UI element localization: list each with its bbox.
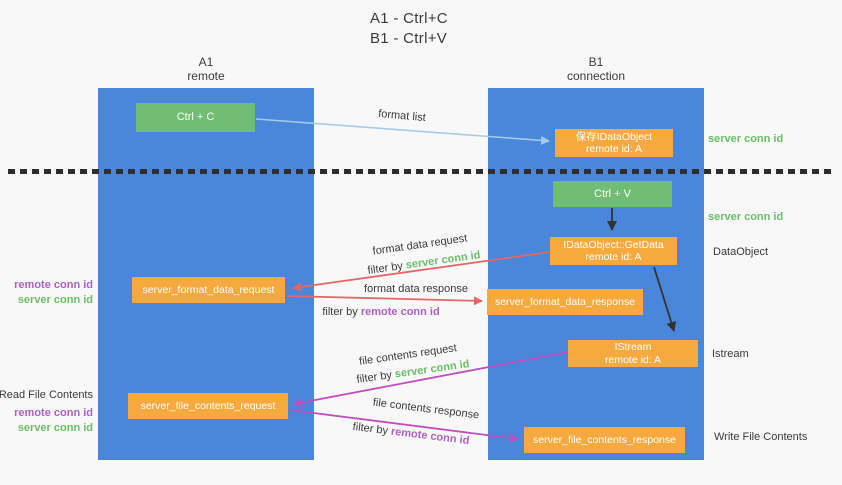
annotation-write-file-contents: Write File Contents (714, 431, 808, 443)
lane-a1-name: A1 (198, 55, 214, 69)
node-save-idataobject-line1: 保存IDataObject (575, 130, 653, 143)
node-istream-line2: remote id: A (604, 353, 662, 366)
node-server-format-data-response-label: server_format_data_response (494, 295, 636, 308)
node-server-file-contents-request-label: server_file_contents_request (140, 399, 276, 412)
title-line-1: A1 - Ctrl+C (370, 10, 448, 27)
node-getdata-line2: remote id: A (585, 251, 642, 263)
title-line-2: B1 - Ctrl+V (370, 30, 448, 47)
node-save-idataobject-line2: remote id: A (585, 143, 643, 155)
node-istream-line1: IStream (614, 341, 652, 353)
node-save-idataobject: 保存IDataObject remote id: A (555, 129, 673, 157)
annotation-istream: Istream (712, 348, 749, 360)
annotation-remote-conn-id-file: remote conn id (14, 407, 93, 419)
node-server-format-data-request: server_format_data_request (132, 277, 285, 303)
filter-by-text: filter by (366, 260, 404, 277)
arrow-label-format-data-response: format data response (364, 283, 468, 295)
arrow-label-format-list: format list (377, 107, 427, 125)
arrow-format-data-response (286, 295, 483, 306)
node-ctrl-c: Ctrl + C (136, 103, 255, 132)
node-ctrl-v: Ctrl + V (553, 181, 672, 207)
lane-header-b1: B1 connection (488, 55, 704, 83)
lane-a1-subtitle: remote (187, 69, 225, 83)
filter-by-text: filter by (355, 369, 393, 386)
filter-remote-conn-id-value: remote conn id (360, 306, 440, 318)
arrow-label-filter-remote-conn-id-format: filter by remote conn id (322, 306, 439, 318)
node-idataobject-getdata: IDataObject::GetData remote id: A (550, 237, 677, 265)
node-server-file-contents-request: server_file_contents_request (128, 393, 288, 419)
annotation-read-file-contents: Read File Contents (0, 389, 93, 401)
lane-b1-subtitle: connection (566, 69, 626, 83)
arrow-label-file-contents-response: file contents response (372, 396, 480, 422)
annotation-conn-ids-file: remote conn id server conn id (14, 406, 93, 435)
annotation-dataobject: DataObject (713, 246, 769, 258)
dotted-separator-line (8, 169, 834, 174)
filter-server-conn-id-value: server conn id (394, 358, 471, 381)
node-istream: IStream remote id: A (568, 340, 698, 367)
node-ctrl-v-label: Ctrl + V (594, 187, 631, 200)
filter-remote-conn-id-value: remote conn id (390, 425, 470, 448)
lane-header-a1: A1 remote (98, 55, 314, 83)
annotation-server-conn-id-format: server conn id (17, 293, 93, 306)
node-server-format-data-response: server_format_data_response (487, 289, 643, 315)
node-server-file-contents-response-label: server_file_contents_response (532, 433, 676, 446)
filter-by-text: filter by (352, 420, 389, 438)
node-getdata-line1: IDataObject::GetData (563, 238, 664, 251)
filter-by-text: filter by (322, 306, 358, 318)
diagram-title: A1 - Ctrl+C B1 - Ctrl+V (370, 9, 448, 49)
lane-b1-name: B1 (588, 55, 604, 69)
arrow-label-filter-remote-conn-id-file: filter by remote conn id (352, 421, 470, 447)
node-server-format-data-request-label: server_format_data_request (142, 283, 275, 296)
annotation-remote-conn-id-format: remote conn id (14, 279, 93, 291)
annotation-server-conn-id-file: server conn id (17, 421, 93, 434)
annotation-server-conn-id-top: server conn id (708, 133, 784, 145)
node-server-file-contents-response: server_file_contents_response (524, 427, 685, 453)
filter-server-conn-id-value: server conn id (405, 249, 482, 272)
node-ctrl-c-label: Ctrl + C (176, 111, 215, 124)
annotation-server-conn-id-mid: server conn id (708, 211, 784, 223)
annotation-conn-ids-format: remote conn id server conn id (14, 278, 93, 307)
